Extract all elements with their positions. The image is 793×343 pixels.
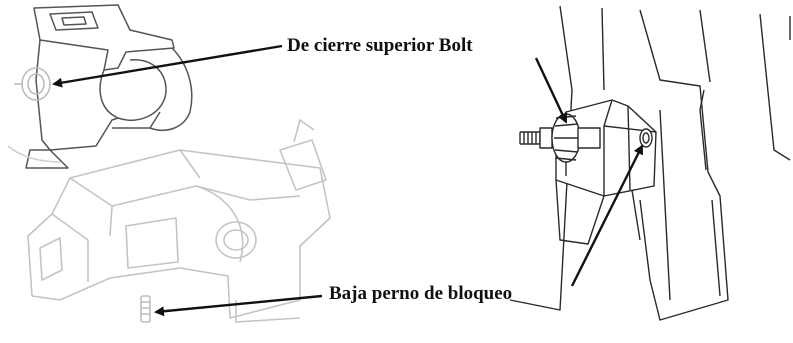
base-body <box>27 119 331 323</box>
right-closeup-view <box>509 5 791 321</box>
arrow-bottom-to-left-pin <box>154 294 323 317</box>
top-cover-piece <box>25 4 193 169</box>
arrow-top-to-left-knob <box>52 44 283 88</box>
label-top-bolt: De cierre superior Bolt <box>287 35 473 56</box>
lower-pin-faded <box>140 295 151 323</box>
lower-pin-head <box>639 128 653 148</box>
bolt-knob-faded <box>14 67 51 101</box>
bolt-knob <box>519 113 601 163</box>
left-exploded-view <box>7 4 331 323</box>
arrow-bottom-to-right-pin <box>570 144 644 287</box>
callout-arrows <box>52 44 644 317</box>
label-bottom-pin: Baja perno de bloqueo <box>329 283 513 304</box>
arrow-top-to-right-knob <box>534 57 568 124</box>
